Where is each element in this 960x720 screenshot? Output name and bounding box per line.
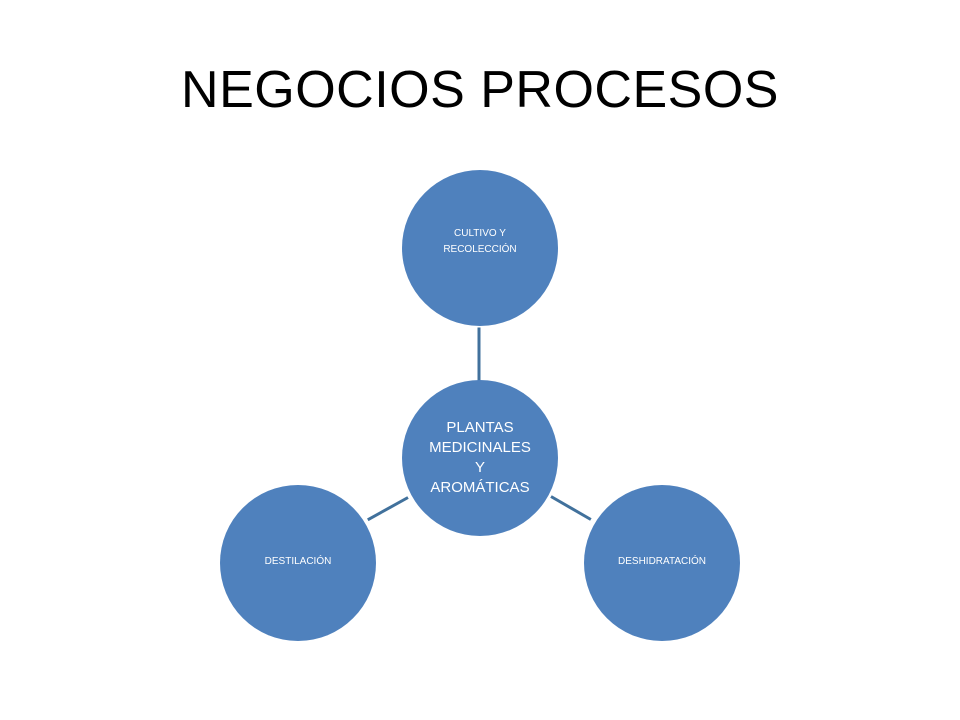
node-label: PLANTAS MEDICINALES Y AROMÁTICAS — [429, 419, 531, 496]
node-deshidratacion: DESHIDRATACIÓN — [584, 485, 740, 641]
connector-right — [550, 495, 592, 521]
connector-top — [477, 327, 481, 382]
node-label: DESTILACIÓN — [264, 556, 332, 567]
node-destilacion: DESTILACIÓN — [220, 485, 376, 641]
node-center-plantas: PLANTAS MEDICINALES Y AROMÁTICAS — [402, 380, 558, 536]
node-label: DESHIDRATACIÓN — [618, 556, 706, 567]
node-label: CULTIVO Y RECOLECCIÓN — [443, 228, 517, 255]
slide-title: NEGOCIOS PROCESOS — [181, 61, 779, 119]
connector-left — [367, 496, 409, 522]
node-cultivo-recoleccion: CULTIVO Y RECOLECCIÓN — [402, 170, 558, 326]
